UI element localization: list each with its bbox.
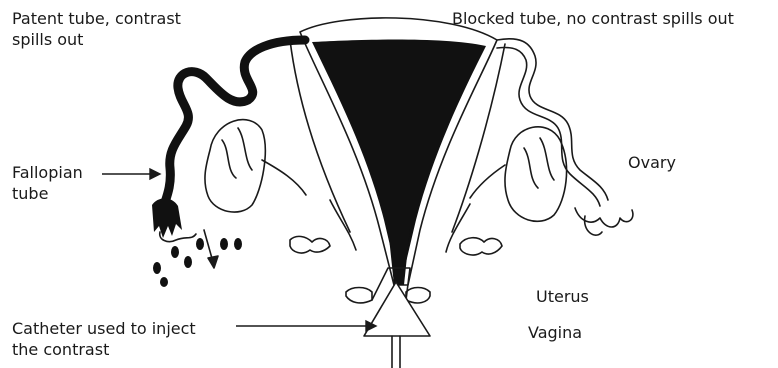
right-ovarian-ligament — [470, 165, 505, 198]
fallopian-leader-arrowhead — [150, 169, 160, 179]
right-fimbriae — [575, 208, 633, 235]
left-ovarian-ligament — [262, 160, 306, 195]
left-fimbriae — [152, 198, 182, 238]
label-patent-tube: Patent tube, contrast spills out — [12, 8, 181, 50]
label-fallopian-tube: Fallopian tube — [12, 162, 83, 204]
label-vagina: Vagina — [528, 322, 582, 343]
label-ovary: Ovary — [628, 152, 676, 173]
spill-arrowhead — [208, 256, 218, 268]
right-ligament-ruffle — [460, 238, 502, 255]
label-uterus: Uterus — [536, 286, 589, 307]
contrast-droplets — [153, 238, 242, 287]
label-blocked-tube: Blocked tube, no contrast spills out — [452, 8, 734, 29]
left-ovary — [205, 120, 265, 212]
vagina-outline — [346, 288, 372, 303]
patent-fallopian-tube — [162, 40, 305, 212]
label-catheter: Catheter used to inject the contrast — [12, 318, 196, 360]
left-lower-curve — [330, 200, 356, 250]
blocked-fallopian-tube — [497, 39, 608, 200]
catheter-cone — [364, 282, 430, 336]
left-fimbriae-outline — [160, 232, 196, 242]
right-ovary — [505, 127, 567, 222]
left-ligament-ruffle — [290, 236, 330, 253]
right-lower-curve — [446, 204, 470, 252]
catheter-tube — [392, 336, 400, 368]
